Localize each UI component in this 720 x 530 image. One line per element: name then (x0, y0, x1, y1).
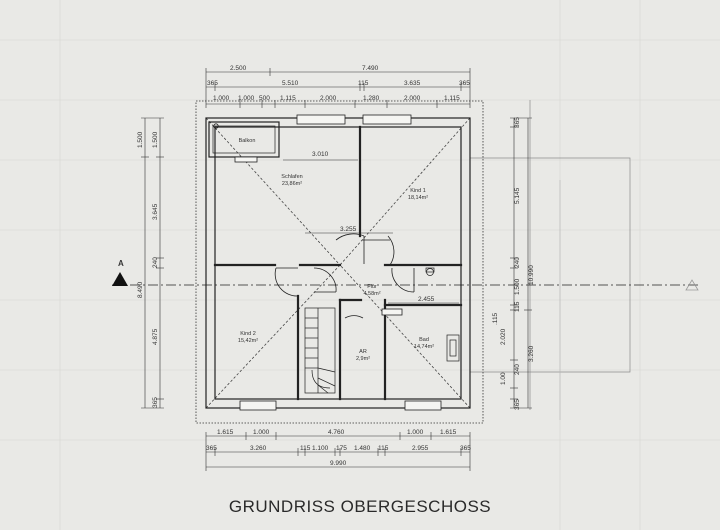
door-swings (274, 233, 415, 319)
dim-top-2a: 365 (207, 80, 218, 87)
dim-bottom-2c: 115 (300, 445, 311, 452)
dim-left-outer-1: 1.500 (137, 131, 144, 148)
dim-top-3f: 1.280 (363, 95, 380, 102)
dim-top-3d: 1.115 (280, 95, 296, 102)
dim-right-inner-7: 1.00 (500, 372, 507, 385)
room-kind2-name: Kind 2 (240, 331, 256, 337)
dim-right-inner-3: 240 (514, 257, 521, 268)
dim-right-misc-1: .115 (492, 312, 499, 325)
dim-interior-3: 2.455 (418, 296, 435, 303)
dim-bottom-2f: 1.480 (354, 445, 371, 452)
dim-top-2c: 115 (358, 80, 369, 87)
dim-top-3b: 1.000 (238, 95, 255, 102)
dim-left-inner-5: 365 (152, 397, 159, 408)
room-bad-name: Bad (419, 337, 429, 343)
dim-bottom-1b: 1.000 (253, 429, 270, 436)
dim-left-inner-4: 4.875 (152, 328, 159, 345)
page-title: GRUNDRISS OBERGESCHOSS (228, 497, 492, 516)
dim-top-3c: 500 (259, 95, 270, 102)
section-marker-label: A (118, 259, 124, 268)
dim-top-2e: 365 (459, 80, 470, 87)
dim-top-2b: 5.510 (282, 80, 299, 87)
staircase (304, 307, 336, 394)
dim-left-inner-3: 240 (152, 257, 159, 268)
dim-bottom-1a: 1.615 (217, 429, 234, 436)
dimension-labels: 2.500 7.490 365 5.510 115 3.635 365 1.00… (137, 65, 535, 467)
dim-left-outer-2: 8.490 (137, 281, 144, 298)
dim-left-inner-1: 1.500 (152, 131, 159, 148)
windows (234, 114, 442, 411)
dim-top-3e: 2.000 (320, 95, 337, 102)
dim-interior-1: 3.010 (312, 151, 329, 158)
dim-bottom-1d: 1.000 (407, 429, 424, 436)
dim-left-inner-2: 3.645 (152, 203, 159, 220)
dim-bottom-2b: 3.260 (250, 445, 267, 452)
dim-top-1b: 7.490 (362, 65, 379, 72)
dim-right-outer-2: 3.260 (528, 345, 535, 362)
dim-right-inner-2: 5.145 (514, 187, 521, 204)
bathroom-fixtures (425, 267, 460, 362)
dim-right-inner-9: 365 (514, 399, 521, 410)
dim-bottom-2a: 365 (206, 445, 217, 452)
section-marker-arrow-right (685, 279, 699, 291)
dim-bottom-2g: 115 (378, 445, 389, 452)
room-schlafen-name: Schlafen (281, 174, 302, 180)
section-marker-arrow (112, 272, 128, 286)
dim-top-3a: 1.000 (213, 95, 230, 102)
dim-right-inner-5: 115 (514, 301, 521, 312)
room-flur-name: Flur (367, 284, 377, 290)
dim-right-outer-1: 10.990 (528, 265, 535, 285)
dimension-lines (141, 68, 532, 471)
dim-right-inner-4: 1.500 (514, 278, 521, 295)
roof-diagonals (205, 117, 471, 409)
dim-bottom-2d: 1.100 (312, 445, 329, 452)
dim-bottom-total: 9.990 (330, 460, 347, 467)
dim-top-3g: 2.000 (404, 95, 421, 102)
room-schlafen-area: 23,86m² (282, 181, 302, 187)
room-kind1-name: Kind 1 (410, 188, 426, 194)
dim-top-3h: 1.115 (444, 95, 460, 102)
dim-right-inner-6: 2.020 (500, 328, 507, 345)
dim-top-2d: 3.635 (404, 80, 421, 87)
dim-bottom-2h: 2.955 (412, 445, 429, 452)
room-balkon-name: Balkon (239, 138, 256, 144)
room-kind1-area: 18,14m² (408, 195, 428, 201)
room-ar-area: 2,9m² (356, 356, 370, 362)
dim-right-inner-8: 240 (514, 364, 521, 375)
dim-bottom-1e: 1.615 (440, 429, 457, 436)
dim-top-1a: 2.500 (230, 65, 247, 72)
dim-bottom-1c: 4.760 (328, 429, 345, 436)
side-projection (470, 100, 631, 420)
room-flur-area: 4,58m² (363, 291, 380, 297)
room-bad-area: 14,74m² (414, 344, 434, 350)
roof-outline (195, 100, 484, 424)
room-ar-name: AR (359, 349, 367, 355)
dim-bottom-2i: 365 (460, 445, 471, 452)
dim-right-inner-1: 365 (514, 117, 521, 128)
room-labels: Balkon Schlafen 23,86m² Kind 1 18,14m² K… (238, 138, 434, 362)
dim-bottom-2e: 175 (336, 445, 347, 452)
room-kind2-area: 15,42m² (238, 338, 258, 344)
dim-interior-2: 3.255 (340, 226, 357, 233)
interior-walls (213, 125, 463, 401)
